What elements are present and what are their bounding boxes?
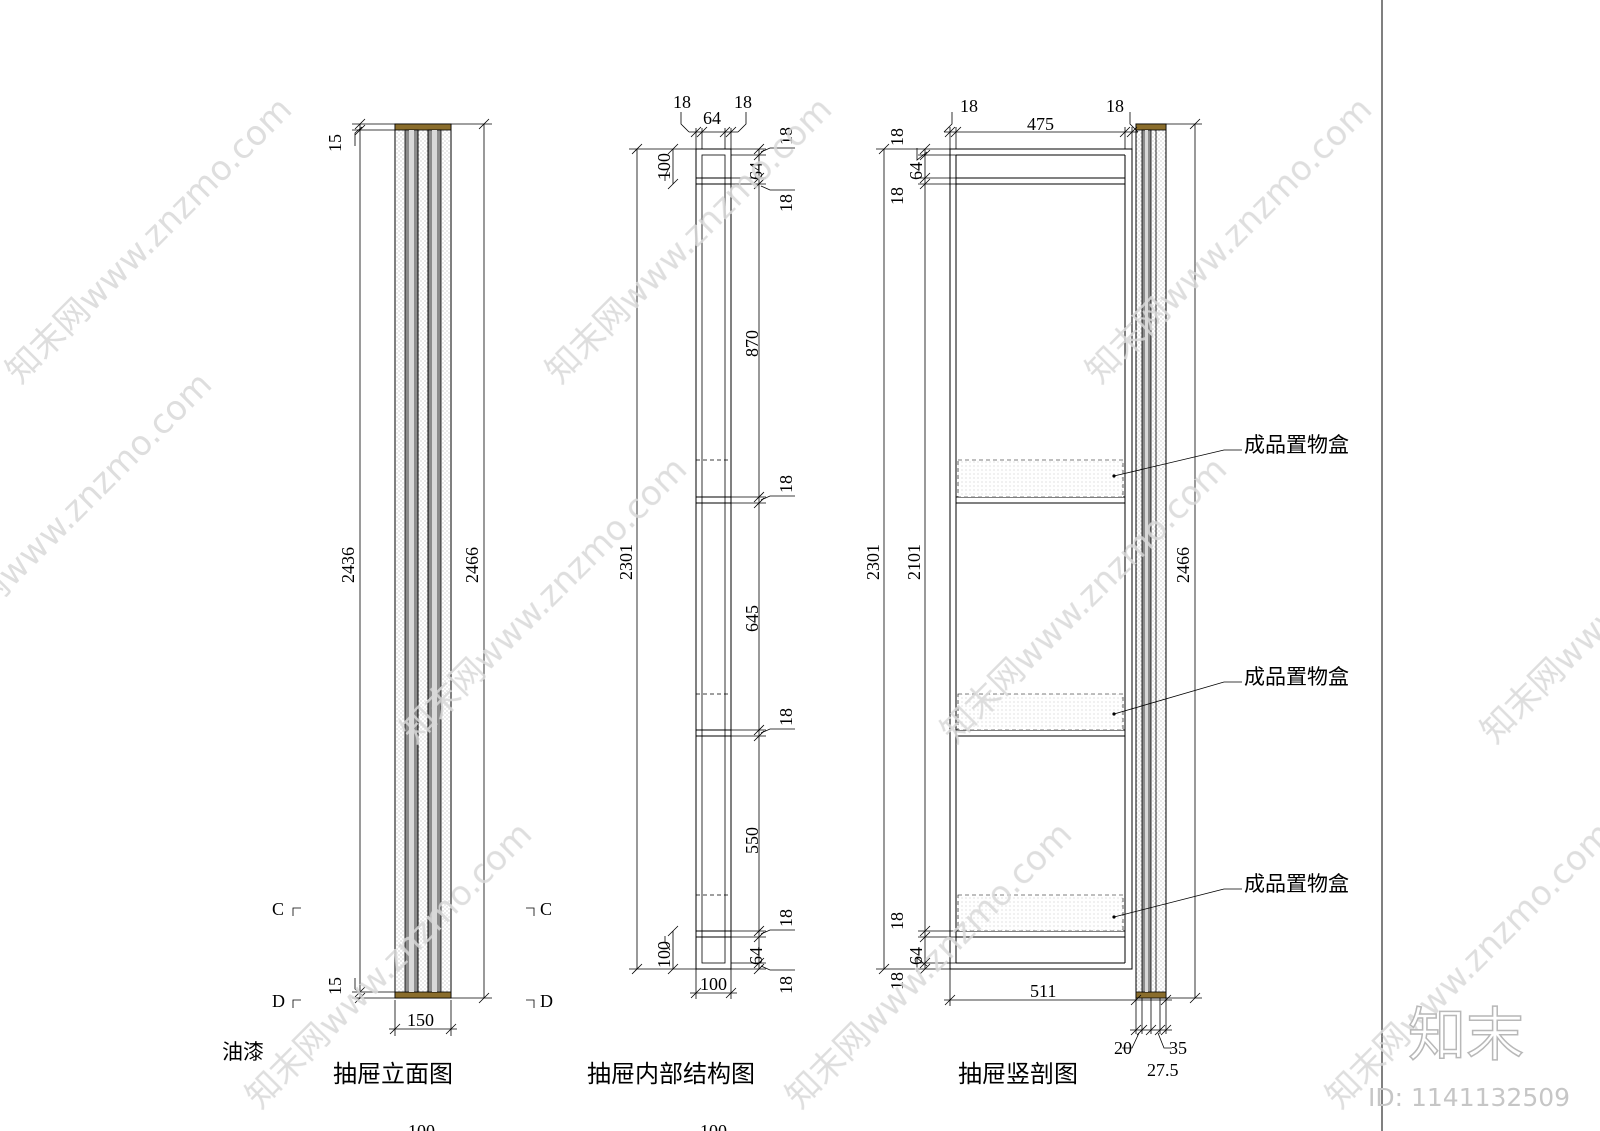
internal-view xyxy=(629,112,795,999)
internal-dim-overall-height: 2301 xyxy=(616,544,636,580)
section-dim-lines xyxy=(876,112,1202,1049)
watermark-text: 知末网www.znzmo.com xyxy=(1473,449,1600,751)
internal-dim-lines xyxy=(629,112,795,999)
elevation-dim-lines xyxy=(352,118,492,1036)
section-mark-c-right: C xyxy=(540,899,552,919)
section-dim-door-gap: 20 xyxy=(1114,1038,1132,1058)
elevation-panel xyxy=(394,123,452,999)
section-mark-d-left: D xyxy=(272,991,285,1011)
watermark-logo: 知末 xyxy=(1408,1001,1524,1069)
section-view xyxy=(876,112,1242,1049)
internal-dim-rail-board: 18 xyxy=(776,194,796,212)
section-frame xyxy=(949,148,1133,970)
section-storage-boxes xyxy=(957,459,1124,932)
internal-dim-shelf-3: 18 xyxy=(776,909,796,927)
section-mark-c-left: C xyxy=(272,899,284,919)
internal-dim-shelf-2: 18 xyxy=(776,708,796,726)
partial-bottom-dim-right: 100 xyxy=(700,1121,727,1131)
internal-dim-bottom-width: 100 xyxy=(700,974,727,994)
elevation-section-marks xyxy=(292,907,535,1008)
watermark-text: 知末网www.znzmo.com xyxy=(0,89,300,391)
watermark-id: ID: 1141132509 xyxy=(1368,1083,1570,1112)
internal-dim-compartment-3: 550 xyxy=(742,827,762,854)
internal-frame xyxy=(695,148,732,970)
section-mark-d-right: D xyxy=(540,991,553,1011)
watermark-text: 知末网www.znzmo.com xyxy=(538,89,840,391)
internal-view-title: 抽屉内部结构图 xyxy=(587,1060,755,1088)
elevation-dim-overall-height: 2466 xyxy=(462,547,482,583)
section-dim-top-rail: 64 xyxy=(906,162,926,180)
internal-dim-compartment-1: 870 xyxy=(742,330,762,357)
internal-dim-top-rail: 64 xyxy=(746,162,766,180)
section-dim-overall-depth: 511 xyxy=(1030,981,1056,1001)
internal-dim-top-right-board: 18 xyxy=(734,92,752,112)
storage-box-label-3: 成品置物盒 xyxy=(1244,872,1349,896)
elevation-dim-bottom-edge: 15 xyxy=(325,977,345,995)
watermark-text: 知末网www.znzmo.com xyxy=(1318,814,1600,1116)
watermark-text: 知末网www.znzmo.com xyxy=(1078,89,1380,391)
section-leaders xyxy=(1112,449,1242,919)
section-dim-top-right-board: 18 xyxy=(1106,96,1124,116)
section-dim-door-thickness: 35 xyxy=(1169,1038,1187,1058)
section-dim-frame-height: 2301 xyxy=(863,544,883,580)
internal-dim-top-board: 18 xyxy=(776,127,796,145)
storage-box-label-1: 成品置物盒 xyxy=(1244,433,1349,457)
internal-dim-compartment-2: 645 xyxy=(742,605,762,632)
internal-dim-bottom-rail: 64 xyxy=(746,947,766,965)
internal-dim-shelf-1: 18 xyxy=(776,475,796,493)
section-dim-bottom-board: 18 xyxy=(887,972,907,990)
elevation-dim-inner-height: 2436 xyxy=(338,547,358,583)
section-dim-top-board: 18 xyxy=(887,128,907,146)
internal-dim-bottom-block: 100 xyxy=(654,941,674,968)
section-dim-overall-height: 2466 xyxy=(1173,547,1193,583)
internal-dim-top-left-board: 18 xyxy=(673,92,691,112)
elevation-dim-top-edge: 15 xyxy=(325,134,345,152)
internal-dim-top-gap: 64 xyxy=(703,108,721,128)
elevation-view-title: 抽屉立面图 xyxy=(333,1060,453,1088)
section-view-title: 抽屉竖剖图 xyxy=(958,1060,1078,1088)
watermark-text: 知末网www.znzmo.com xyxy=(0,364,220,666)
section-dim-inner-height: 2101 xyxy=(904,544,924,580)
section-dim-bottom-rail: 64 xyxy=(906,947,926,965)
elevation-dim-width: 150 xyxy=(407,1010,434,1030)
internal-dim-bottom-board: 18 xyxy=(776,976,796,994)
paint-note-partial: 油漆 xyxy=(222,1040,264,1064)
section-dim-shelf-board: 18 xyxy=(887,912,907,930)
section-dim-rail-board: 18 xyxy=(887,187,907,205)
partial-bottom-dim-left: 100 xyxy=(408,1121,435,1131)
watermark-layer: 知末网www.znzmo.com 知末网www.znzmo.com 知末网www… xyxy=(0,89,1600,1116)
storage-box-label-2: 成品置物盒 xyxy=(1244,665,1349,689)
section-dim-inner-depth: 475 xyxy=(1027,114,1054,134)
elevation-view xyxy=(292,118,535,1036)
section-dim-top-left-board: 18 xyxy=(960,96,978,116)
internal-dim-top-block: 100 xyxy=(654,153,674,180)
section-dim-door-core: 27.5 xyxy=(1147,1060,1179,1080)
